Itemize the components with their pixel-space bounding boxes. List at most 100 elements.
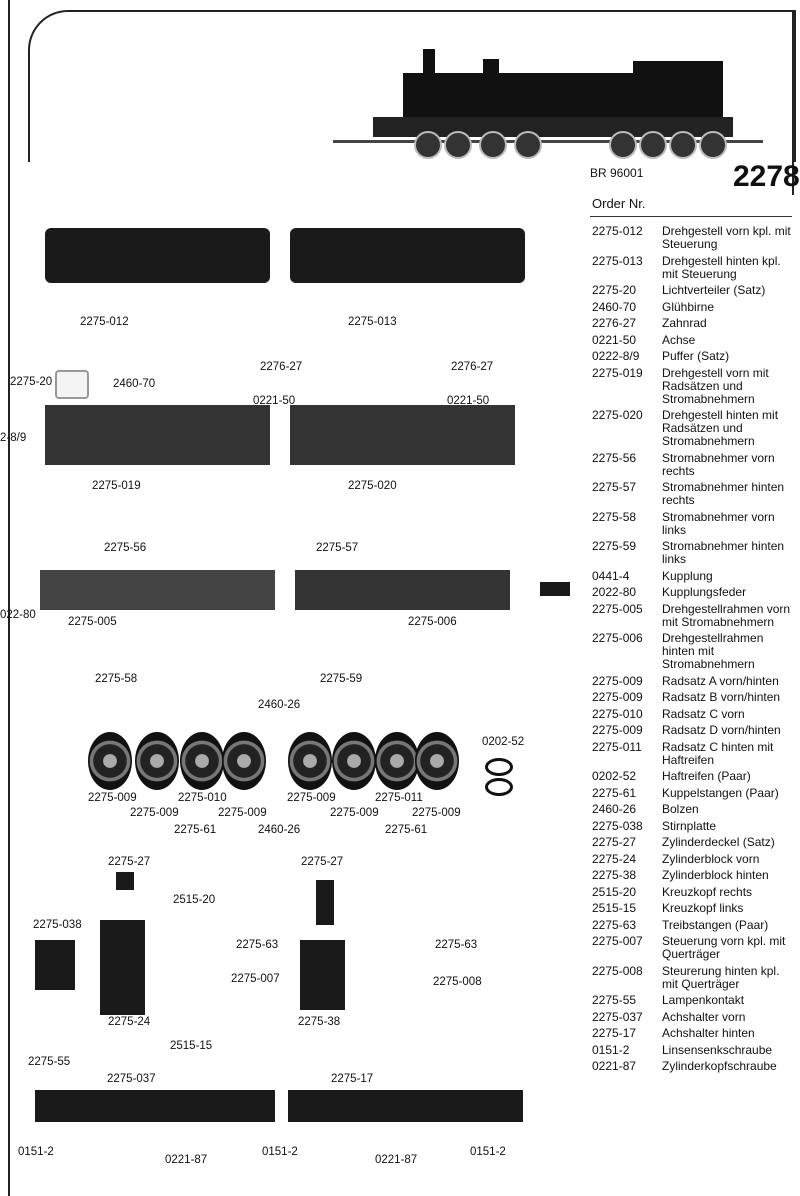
part-description: Stromabnehmer hinten links — [662, 539, 785, 566]
diagram-label: 0151-2 — [18, 1146, 54, 1158]
part-number: 2275-038 — [592, 818, 643, 833]
locomotive-illustration — [333, 49, 763, 159]
diagram-label: 2275-20 — [10, 376, 53, 388]
part-row: 2275-007 Steuerung vorn kpl. mit Querträg… — [592, 935, 797, 961]
diagram-label: 2275-57 — [316, 542, 359, 554]
part-description: Haftreifen (Paar) — [662, 769, 751, 783]
diagram-label: 2275-38 — [298, 1016, 341, 1028]
part-description: Steuerung vorn kpl. mit Querträger — [662, 934, 786, 961]
part-number: 2515-20 — [592, 884, 637, 899]
diagram-label: 2275-019 — [92, 480, 141, 492]
part-number: 2275-037 — [592, 1009, 643, 1024]
part-number: 0151-2 — [592, 1042, 630, 1057]
diagram-label: 0221-50 — [253, 395, 296, 407]
part-number: 2275-57 — [592, 480, 637, 494]
part-number: 2460-70 — [592, 299, 637, 314]
part-description: Zylinderdeckel (Satz) — [662, 835, 775, 849]
part-description: Stirnplatte — [662, 818, 717, 833]
part-description: Kreuzkopf rechts — [662, 884, 753, 899]
diagram-label: 2275-59 — [320, 673, 363, 685]
part-number: 2275-20 — [592, 283, 637, 297]
part-row: 2275-57 Stromabnehmer hinten rechts — [592, 481, 797, 507]
part-row: 2022-80 Kupplungsfeder — [592, 586, 797, 599]
part-number: 2275-63 — [592, 917, 637, 932]
diagram-label: 2275-020 — [348, 480, 397, 492]
header-frame — [28, 10, 796, 162]
diagram-label: 2276-27 — [451, 361, 494, 373]
part-description: Treibstangen (Paar) — [662, 917, 769, 932]
part-number: 2460-26 — [592, 802, 637, 816]
part-description: Achse — [662, 332, 696, 347]
diagram-label: 2275-27 — [108, 856, 151, 868]
diagram-label: 2275-010 — [178, 792, 227, 804]
part-number: 2022-80 — [592, 585, 637, 599]
diagram-label: 2460-70 — [113, 378, 156, 390]
part-description: Stromabnehmer hinten rechts — [662, 480, 785, 507]
diagram-label: 0151-2 — [470, 1146, 506, 1158]
diagram-label: 2275-63 — [236, 939, 279, 951]
part-row: 2515-20 Kreuzkopf rechts — [592, 884, 797, 899]
part-description: Radsatz D vorn/hinten — [662, 723, 781, 737]
part-number: 0221-87 — [592, 1059, 637, 1073]
part-number: 2275-58 — [592, 509, 637, 524]
order-heading: Order Nr. — [592, 196, 646, 211]
diagram-label: 2-8/9 — [0, 432, 27, 444]
part-number: 2275-007 — [592, 934, 643, 948]
part-number: 2275-008 — [592, 963, 643, 978]
part-description: Kreuzkopf links — [662, 901, 744, 915]
diagram-label: 2275-61 — [174, 824, 217, 836]
diagram-label: 2275-013 — [348, 316, 397, 328]
part-number: 2275-61 — [592, 785, 637, 800]
diagram-label: 2515-20 — [173, 894, 216, 906]
diagram-label: 2275-037 — [107, 1073, 156, 1085]
diagram-label: 2275-011 — [375, 792, 423, 804]
part-number: 2275-012 — [592, 224, 643, 238]
diagram-label: 2515-15 — [170, 1040, 213, 1052]
part-description: Zahnrad — [662, 316, 707, 330]
part-description: Lampenkontakt — [662, 993, 745, 1007]
diagram-label: 2275-009 — [130, 807, 179, 819]
part-description: Drehgestell hinten kpl. mit Steuerung — [662, 253, 781, 281]
diagram-label: 2275-27 — [301, 856, 344, 868]
diagram-label: 2275-012 — [80, 316, 129, 328]
part-number: 2275-38 — [592, 868, 637, 882]
diagram-label: 2275-56 — [104, 542, 147, 554]
part-row: 2275-63 Treibstangen (Paar) — [592, 917, 797, 932]
diagram-label: 2276-27 — [260, 361, 303, 373]
part-description: Radsatz B vorn/hinten — [662, 690, 781, 704]
part-number: 2275-011 — [592, 739, 642, 754]
part-description: Kupplung — [662, 568, 713, 583]
diagram-label: 2275-009 — [412, 807, 461, 819]
part-row: 2275-019 Drehgestell vorn mit Radsätzen u… — [592, 365, 797, 406]
diagram-label: 0151-2 — [262, 1146, 298, 1158]
diagram-label: 2275-009 — [218, 807, 267, 819]
diagram-label: 2275-55 — [28, 1056, 71, 1068]
part-description: Drehgestell vorn mit Radsätzen und Strom… — [662, 365, 769, 406]
part-description: Zylinderblock vorn — [662, 851, 760, 866]
part-number: 2275-24 — [592, 851, 637, 866]
diagram-label: 2275-009 — [287, 792, 336, 804]
diagram-label: 0221-87 — [165, 1154, 208, 1166]
part-number: 2275-59 — [592, 539, 637, 553]
part-description: Kupplungsfeder — [662, 585, 747, 599]
part-number: 2275-019 — [592, 365, 643, 380]
diagram-label: 2275-005 — [68, 616, 117, 628]
diagram-label: 2460-26 — [258, 824, 301, 836]
